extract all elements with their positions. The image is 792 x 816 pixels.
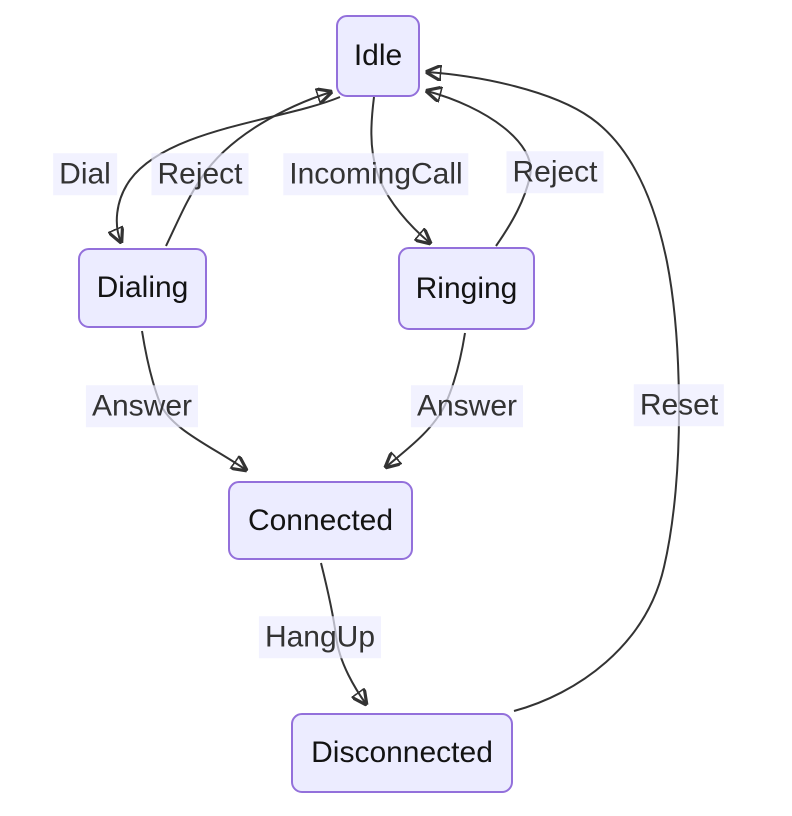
- edge-label-answer-dialing: Answer: [85, 385, 199, 427]
- state-node-label: Disconnected: [311, 736, 493, 769]
- edge-label-dial: Dial: [53, 153, 117, 195]
- edge-label-answer-ringing: Answer: [410, 385, 524, 427]
- state-node-label: Ringing: [415, 271, 518, 305]
- edge-disconnected-to-idle: [427, 72, 681, 712]
- state-node-disconnected: Disconnected: [291, 713, 513, 793]
- edge-label-reset: Reset: [633, 384, 725, 426]
- state-node-label: Dialing: [96, 271, 189, 304]
- edge-label-hangup: HangUp: [258, 616, 382, 658]
- state-node-label: Idle: [353, 39, 403, 72]
- state-node-idle: Idle: [336, 15, 420, 97]
- state-node-connected: Connected: [228, 481, 413, 560]
- state-node-ringing: Ringing: [398, 247, 535, 330]
- edge-label-reject-dialing: Reject: [151, 153, 249, 195]
- state-node-label: Connected: [247, 503, 394, 537]
- edge-label-reject-ringing: Reject: [506, 151, 604, 193]
- state-node-dialing: Dialing: [78, 248, 207, 328]
- edge-label-incomingcall: IncomingCall: [283, 153, 469, 195]
